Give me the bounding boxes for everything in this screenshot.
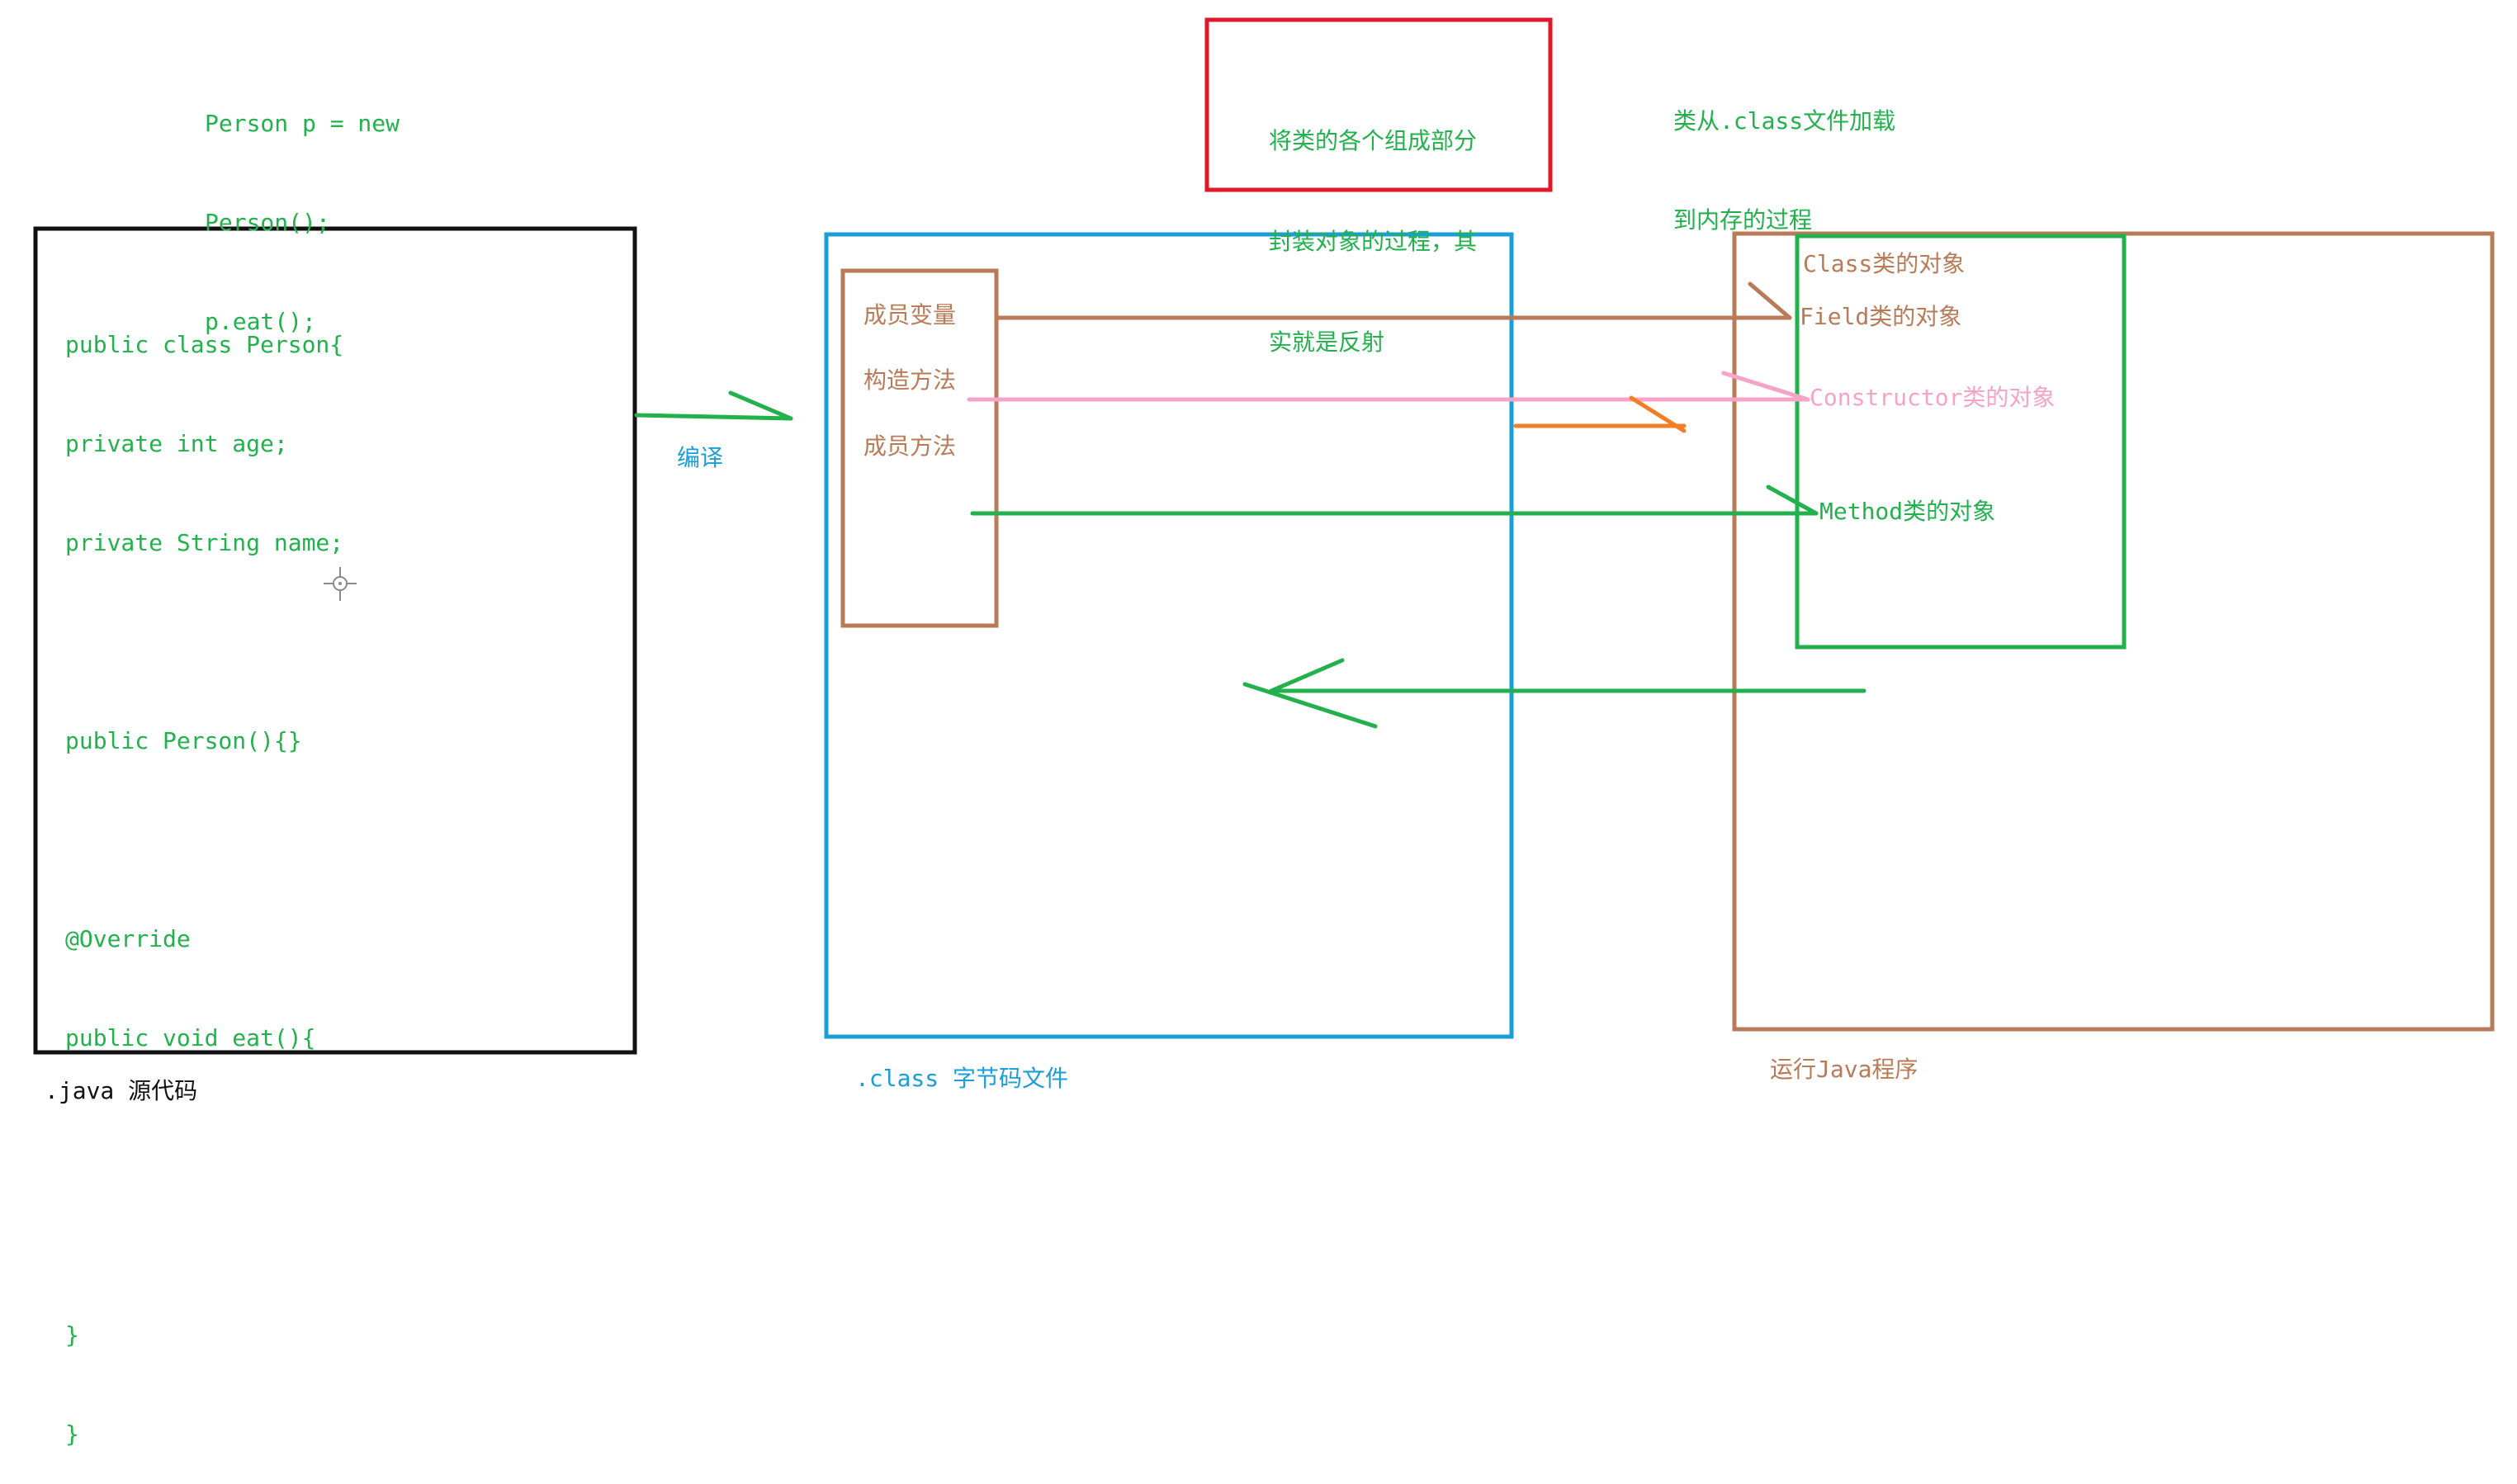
top-code-snippet: Person p = new Person(); p.eat();	[205, 41, 400, 371]
source-code: public class Person{ private int age; pr…	[65, 262, 343, 1484]
constructor-arrow	[967, 371, 1810, 402]
source-code-line: }	[65, 1420, 79, 1448]
diagram-canvas	[33, 17, 2495, 1055]
compile-label: 编译	[677, 444, 724, 471]
source-code-line	[65, 1121, 343, 1154]
class-member-method: 成员方法	[863, 432, 957, 460]
source-code-line: @Override	[65, 925, 191, 952]
source-code-line: private String name;	[65, 529, 344, 556]
top-code-line: Person p = new	[205, 110, 400, 137]
crosshair-cursor-icon	[324, 567, 357, 601]
top-code-line: p.eat();	[205, 308, 316, 335]
source-code-line	[65, 824, 343, 857]
reflection-note: 将类的各个组成部分 封装对象的过程，其 实就是反射	[1269, 56, 1477, 392]
return-arrow	[1242, 658, 1866, 729]
runtime-box	[1732, 231, 2495, 1032]
source-code-line: public Person(){}	[65, 727, 302, 754]
class-member-constructor: 构造方法	[863, 366, 957, 394]
loading-note-line: 到内存的过程	[1673, 206, 1813, 234]
source-code-line	[65, 626, 343, 659]
class-object-label: Class类的对象	[1803, 250, 1966, 277]
reflection-note-line: 将类的各个组成部分	[1269, 127, 1478, 154]
compile-arrow	[634, 390, 793, 421]
class-objects-box	[1795, 234, 2127, 650]
class-file-caption: .class 字节码文件	[855, 1065, 1069, 1092]
source-code-line: public class Person{	[65, 331, 344, 358]
source-code-line	[65, 1220, 343, 1253]
class-members-box	[840, 268, 999, 628]
runtime-caption: 运行Java程序	[1770, 1056, 1919, 1083]
loading-note: 类从.class文件加载 到内存的过程	[1673, 39, 1895, 270]
orange-arrow	[1513, 395, 1687, 433]
top-code-line: Person();	[205, 209, 330, 236]
constructor-object-label: Constructor类的对象	[1810, 384, 2056, 411]
source-caption: .java 源代码	[45, 1077, 198, 1104]
method-arrow	[970, 484, 1819, 516]
reflection-note-box	[1204, 17, 1553, 192]
class-member-field: 成员变量	[863, 301, 957, 328]
class-file-box	[824, 232, 1514, 1039]
source-code-line: private int age;	[65, 430, 288, 457]
field-object-label: Field类的对象	[1800, 303, 1962, 330]
reflection-note-line: 实就是反射	[1269, 328, 1385, 356]
source-code-line: public void eat(){	[65, 1024, 316, 1052]
reflection-note-line: 封装对象的过程，其	[1269, 228, 1478, 255]
source-code-box	[33, 226, 637, 1055]
loading-note-line: 类从.class文件加载	[1673, 107, 1896, 135]
source-code-line: }	[65, 1321, 79, 1349]
method-object-label: Method类的对象	[1819, 498, 1996, 525]
field-arrow	[996, 281, 1792, 320]
